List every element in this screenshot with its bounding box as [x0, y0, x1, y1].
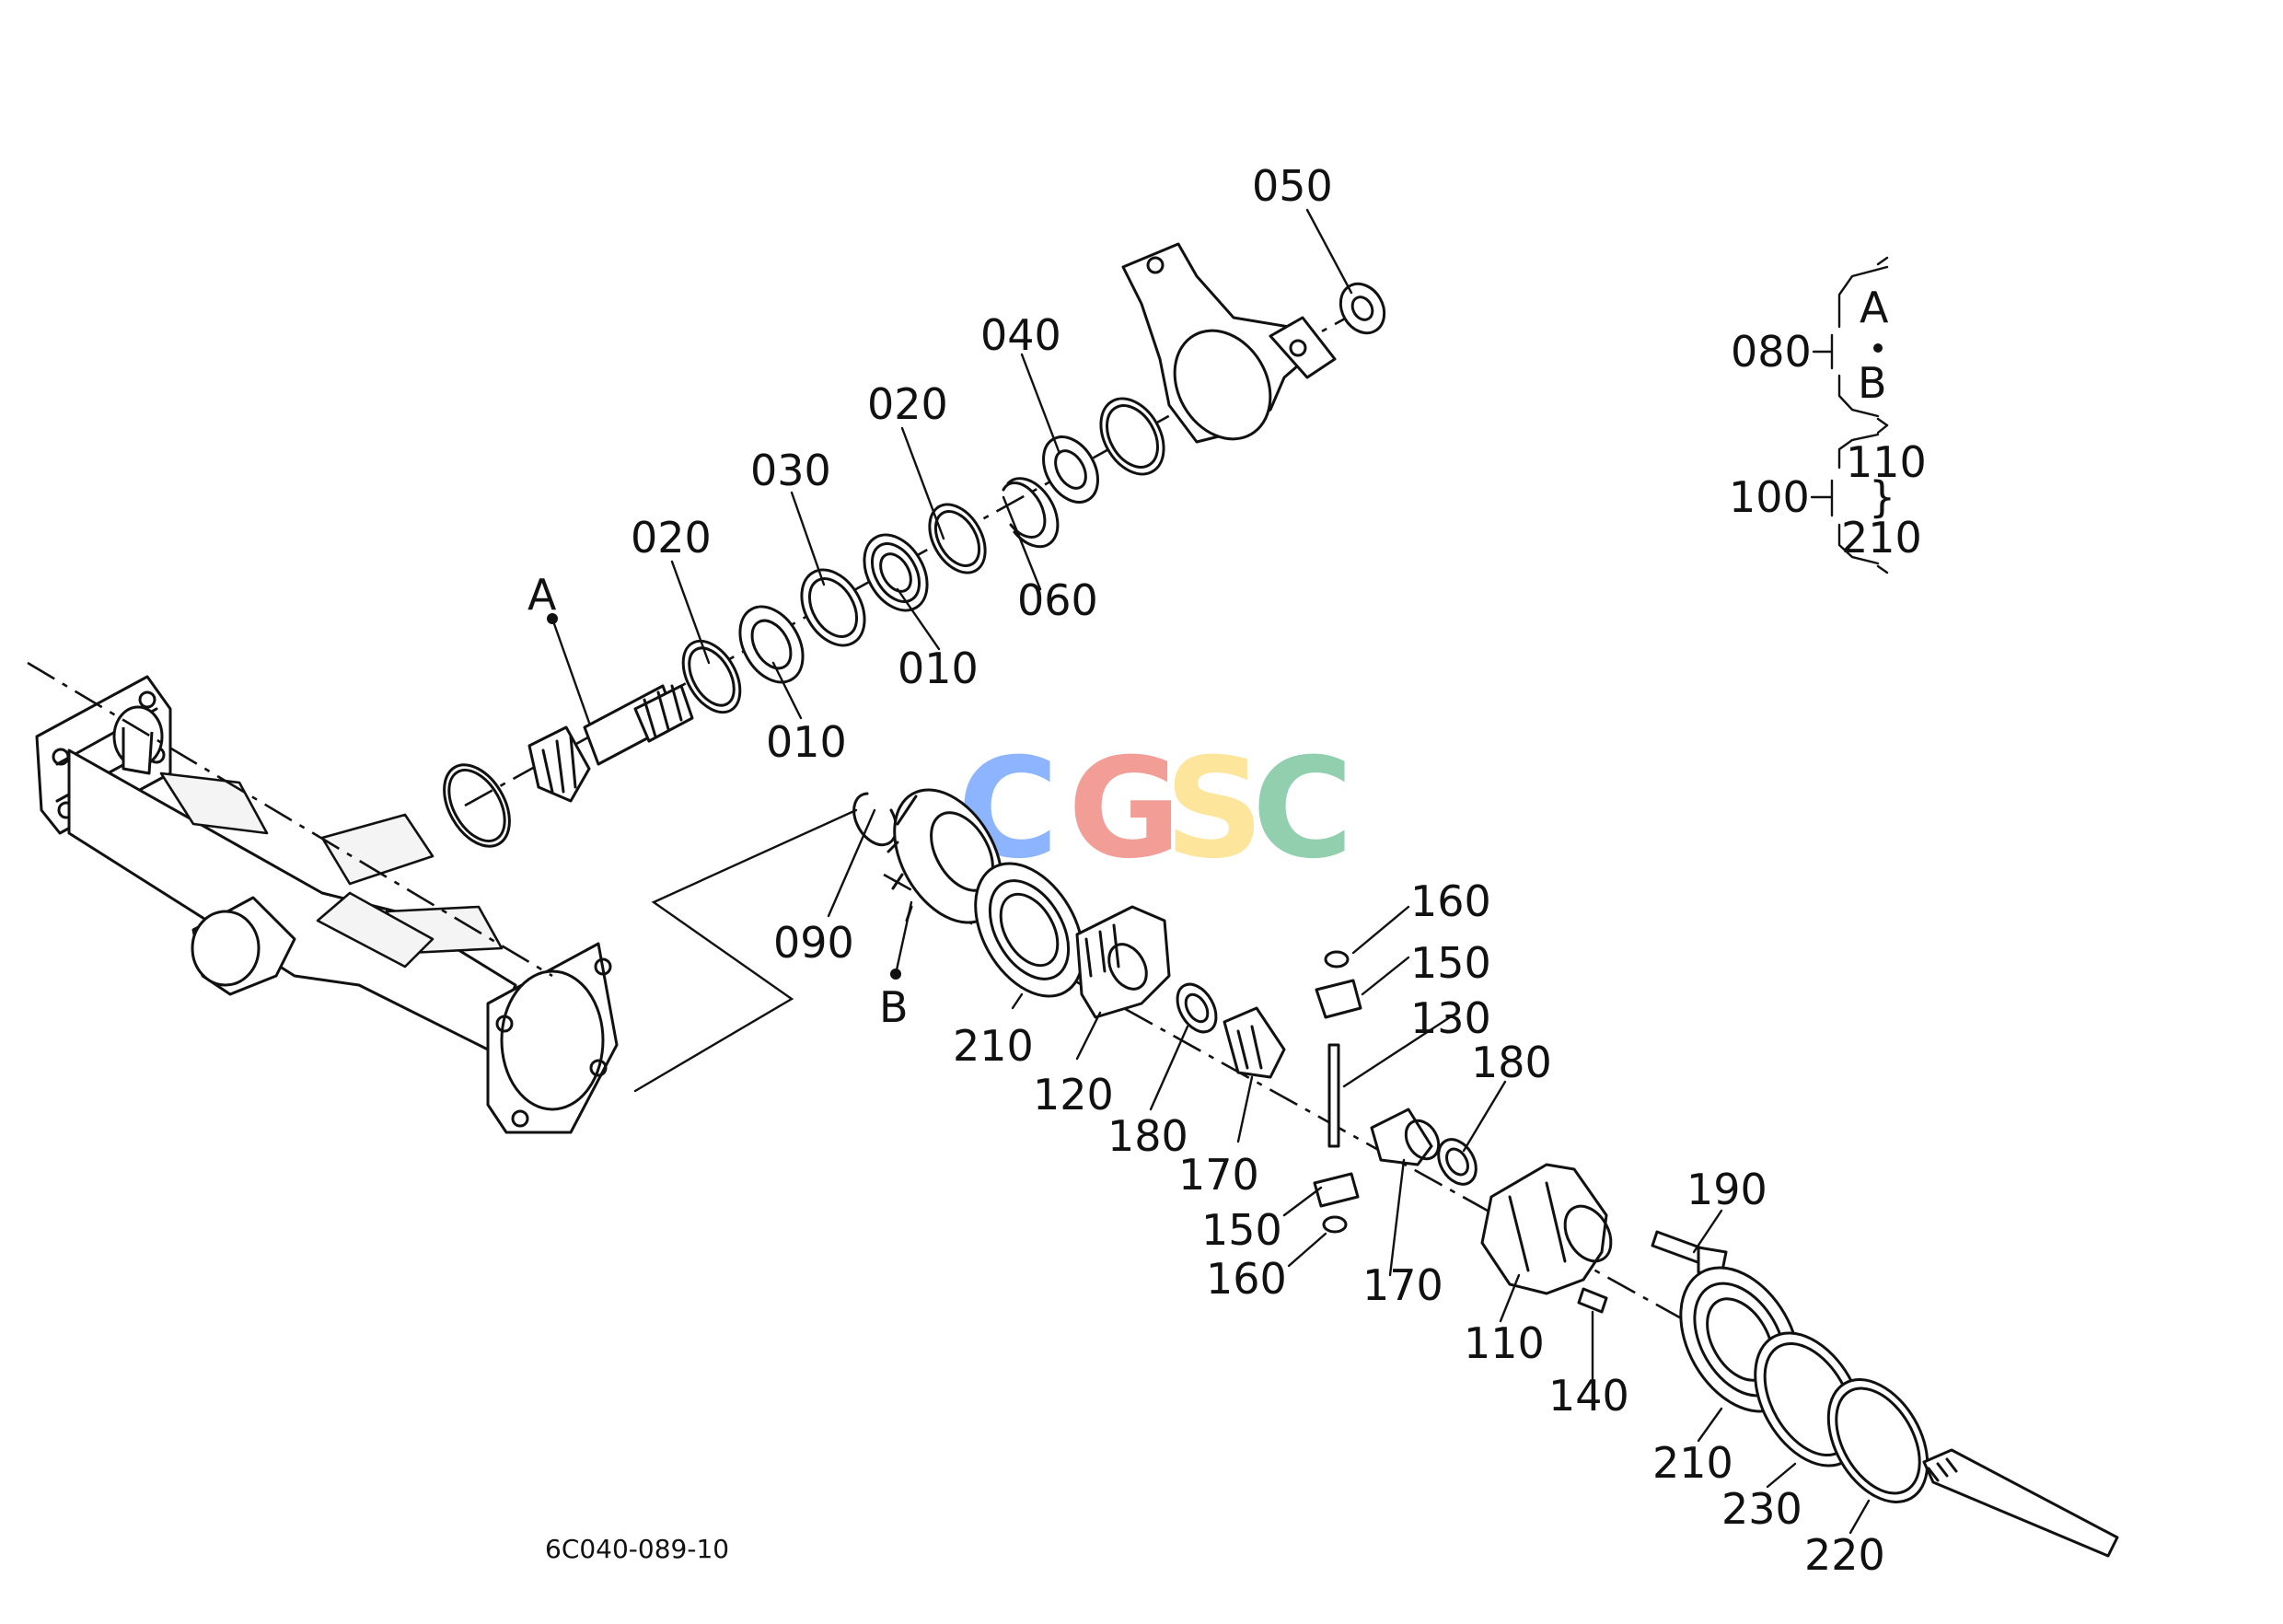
- seal-ring: [1826, 1378, 1930, 1503]
- callout-010-upper: 010: [898, 644, 979, 693]
- legend-100-sep: }: [1869, 472, 1895, 522]
- callout-020-upper: 020: [867, 379, 948, 429]
- callout-060: 060: [1017, 575, 1098, 625]
- callout-130: 130: [1410, 993, 1491, 1043]
- callout-110: 110: [1464, 1318, 1545, 1368]
- thrust-washer: [1176, 982, 1218, 1034]
- circlip: [852, 792, 898, 847]
- pinion-shaft: [1313, 950, 1362, 1234]
- watermark-letter-s: S: [1165, 729, 1264, 889]
- watermark-logo: C G S C: [957, 729, 1353, 889]
- callout-170-right: 170: [1362, 1260, 1443, 1310]
- leader-lines: [670, 208, 1871, 1535]
- axle-housing: [27, 661, 619, 1134]
- callout-180-right: 180: [1471, 1038, 1552, 1087]
- legend-100-210: 210: [1841, 513, 1922, 563]
- legend-100-110: 110: [1846, 437, 1927, 487]
- o-ring: [443, 763, 511, 848]
- legend-080-b: B: [1858, 358, 1887, 408]
- callout-040: 040: [980, 310, 1061, 360]
- differential-case: [1480, 1163, 1613, 1295]
- callout-ref-b: B: [879, 982, 909, 1032]
- bevel-pinion-shaft: [527, 613, 694, 803]
- callout-160-top: 160: [1410, 876, 1491, 926]
- callout-230: 230: [1721, 1484, 1802, 1534]
- group-legend: 080 A B 100 110 } 210: [1729, 256, 1927, 574]
- drawing-code: 6C040-089-10: [545, 1534, 729, 1564]
- callout-170-left: 170: [1178, 1150, 1259, 1200]
- callout-150-top: 150: [1410, 938, 1491, 988]
- watermark-letter-c2: C: [1252, 729, 1353, 889]
- watermark-letter-g: G: [1068, 729, 1181, 889]
- callout-090: 090: [773, 918, 854, 968]
- callout-050: 050: [1252, 161, 1333, 211]
- callout-210-upper: 210: [953, 1021, 1034, 1071]
- output-shaft: [1922, 1448, 2119, 1558]
- callout-180-left: 180: [1107, 1111, 1188, 1161]
- reference-bracket-line: [633, 808, 858, 1093]
- callout-labels: 050 040 020 030 020 060 010 010 A B 090 …: [527, 161, 1885, 1580]
- callout-140: 140: [1548, 1371, 1629, 1421]
- callout-120: 120: [1033, 1070, 1114, 1119]
- callout-190: 190: [1686, 1165, 1767, 1214]
- callout-010-lower: 010: [766, 717, 847, 767]
- legend-080: 080: [1731, 327, 1812, 377]
- upper-bearing-stack: [681, 397, 1165, 714]
- legend-100: 100: [1729, 472, 1810, 522]
- callout-030: 030: [750, 446, 831, 495]
- callout-210-lower: 210: [1652, 1438, 1733, 1488]
- pin: [1577, 1287, 1608, 1314]
- callout-160-bottom: 160: [1206, 1254, 1287, 1304]
- callout-ref-a: A: [527, 570, 557, 620]
- callout-150-bottom: 150: [1201, 1205, 1282, 1255]
- callout-020-lower: 020: [631, 513, 712, 563]
- legend-080-a: A: [1860, 283, 1889, 332]
- callout-220: 220: [1804, 1530, 1885, 1580]
- differential-case-cover: [1075, 905, 1171, 1019]
- ball-bearing: [974, 862, 1084, 998]
- axle-bracket: [1121, 242, 1386, 444]
- side-gear-2: [1370, 1108, 1433, 1166]
